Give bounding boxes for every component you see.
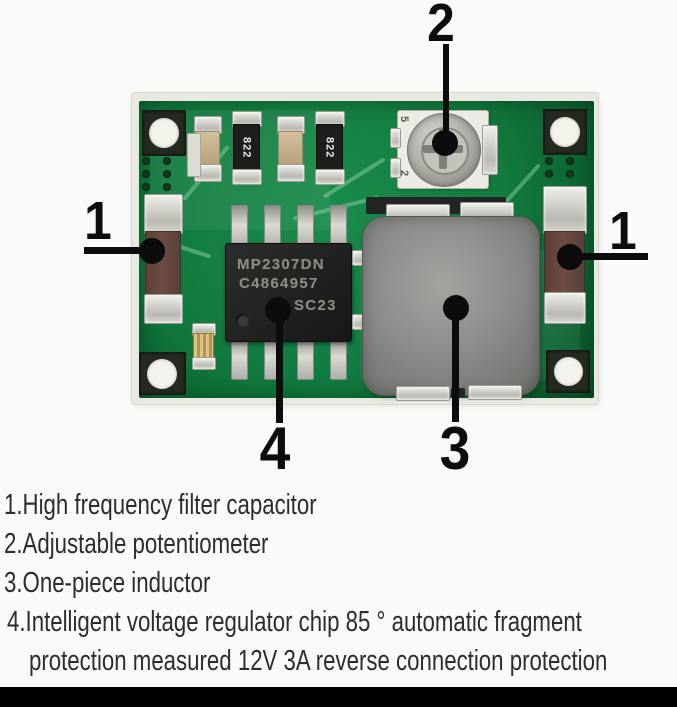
callout-dot-capacitor-left [139, 238, 165, 264]
chip-marking-line1: MP2307DN [237, 256, 325, 273]
callout-digit-potentiometer: 2 [427, 0, 455, 53]
mount-pad-top-left [142, 110, 186, 156]
small-component [187, 133, 201, 177]
legend-item-3: 3.One-piece inductor [4, 567, 211, 599]
chip-pin1-dimple [236, 314, 249, 327]
small-capacitor [192, 323, 216, 370]
callout-digit-chip: 4 [259, 415, 291, 482]
bottom-black-bar [0, 687, 677, 707]
smd-capacitor-1 [194, 116, 222, 182]
via [545, 157, 553, 165]
solder-end [232, 169, 262, 185]
regulator-chip: MP2307DN C4864957 SC23 [225, 243, 352, 342]
pot-solder-tab [390, 158, 401, 178]
via [566, 170, 574, 178]
callout-line-capacitor-left [84, 247, 156, 254]
callout-dot-capacitor-right [557, 244, 583, 270]
via-cluster-left [142, 157, 171, 191]
via [163, 170, 171, 178]
via [566, 157, 574, 165]
chip-pin [231, 337, 248, 380]
callout-dot-chip [265, 297, 291, 323]
via [163, 157, 171, 165]
chip-marking-line2: C4864957 [239, 275, 319, 292]
chip-pin [297, 337, 314, 380]
smd-capacitor-2 [277, 116, 305, 182]
legend-item-4: 4.Intelligent voltage regulator chip 85 … [7, 606, 582, 638]
resistor-code: 822 [240, 137, 253, 159]
solder-end [144, 194, 183, 234]
solder-end [315, 169, 345, 185]
smd-resistor-822-1: 822 [232, 111, 262, 185]
pot-solder-tab [390, 128, 401, 148]
capacitor-body [278, 131, 303, 167]
solder-end [543, 186, 587, 234]
mount-hole [147, 359, 177, 389]
callout-line-potentiometer [443, 44, 449, 136]
resistor-body: 822 [316, 124, 343, 172]
solder-end [144, 294, 183, 324]
pot-marking-top: 5 [398, 115, 411, 123]
chip-marking-line3: SC23 [294, 297, 337, 314]
mount-hole [149, 118, 179, 148]
callout-digit-inductor: 3 [439, 415, 471, 482]
via-cluster-right [545, 157, 574, 178]
mount-hole [554, 357, 583, 386]
legend-item-1: 1.High frequency filter capacitor [4, 489, 317, 521]
via [163, 183, 171, 191]
resistor-body: 822 [233, 124, 260, 172]
resistor-code: 822 [323, 137, 336, 159]
smd-resistor-822-2: 822 [315, 111, 345, 185]
inductor-terminal [468, 385, 522, 400]
callout-digit-capacitor-right: 1 [609, 201, 637, 261]
via [142, 170, 150, 178]
solder-end [192, 357, 216, 370]
solder-end [544, 292, 586, 324]
legend-item-2: 2.Adjustable potentiometer [4, 528, 269, 560]
mount-hole [550, 117, 580, 147]
solder-end [277, 164, 305, 182]
via [142, 157, 150, 165]
chip-pin [330, 337, 347, 380]
legend-item-4-continued: protection measured 12V 3A reverse conne… [29, 645, 608, 677]
mount-pad-bottom-right [546, 350, 590, 393]
via [142, 183, 150, 191]
mount-pad-bottom-left [139, 352, 186, 395]
callout-dot-inductor [443, 295, 469, 321]
callout-line-inductor [452, 310, 459, 422]
via [545, 170, 553, 178]
pot-solder-tab [482, 125, 498, 175]
mount-pad-top-right [543, 109, 587, 155]
callout-line-capacitor-right [570, 253, 648, 260]
callout-digit-capacitor-left: 1 [84, 191, 112, 251]
inductor-terminal [396, 386, 450, 401]
callout-dot-potentiometer [432, 130, 458, 156]
legend: 1.High frequency filter capacitor 2.Adju… [4, 486, 672, 681]
capacitor-body [193, 333, 214, 360]
callout-line-chip [276, 310, 283, 423]
